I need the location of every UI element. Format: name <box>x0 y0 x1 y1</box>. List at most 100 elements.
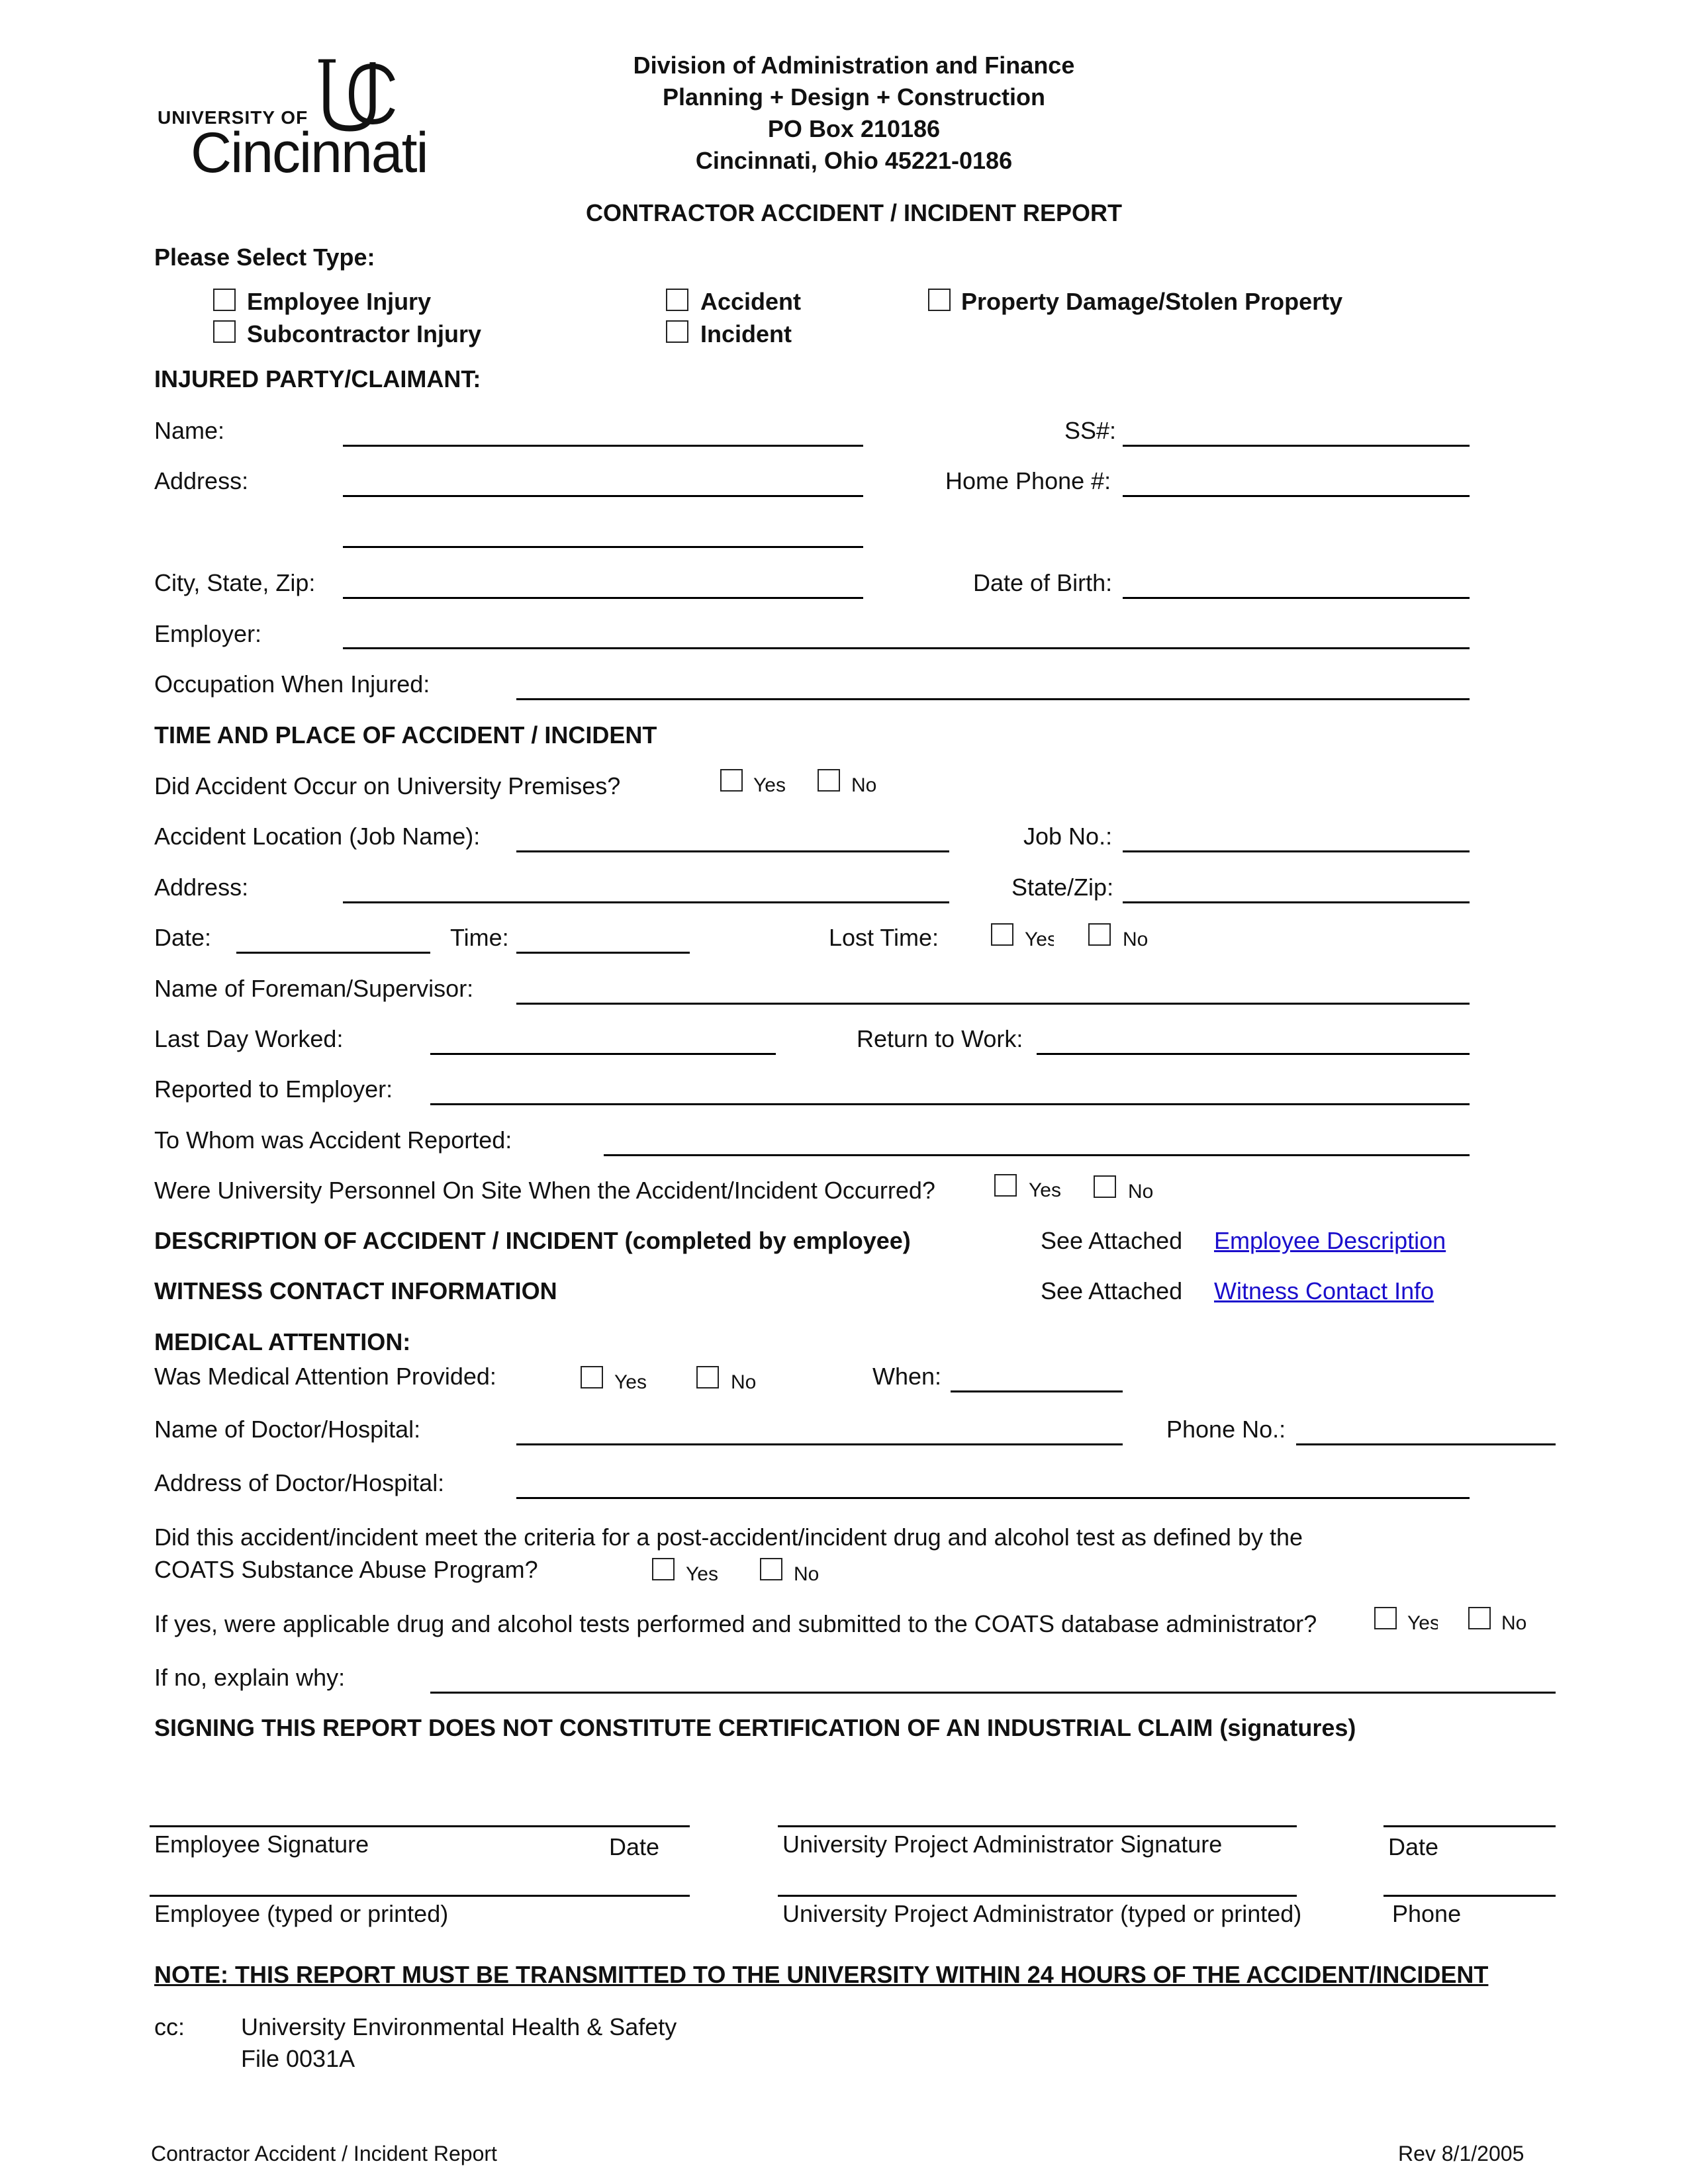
accident-location-field[interactable] <box>516 850 949 852</box>
cc-recipient-ehs: University Environmental Health & Safety <box>241 2013 677 2040</box>
lost-time-no-checkbox[interactable] <box>1088 923 1111 946</box>
coats-submitted-no-checkbox[interactable] <box>1468 1607 1491 1629</box>
address-field-1[interactable] <box>343 495 863 497</box>
occupation-field[interactable] <box>516 698 1470 700</box>
university-logo: UNIVERSITY OF Cincinnati <box>158 54 429 185</box>
dob-label: Date of Birth: <box>973 569 1113 596</box>
lost-time-label: Lost Time: <box>829 924 939 951</box>
employee-signature-date-label: Date <box>609 1833 660 1860</box>
medical-no-checkbox[interactable] <box>696 1366 719 1388</box>
witness-contact-link[interactable]: Witness Contact Info <box>1214 1277 1434 1304</box>
admin-signature-date-field[interactable] <box>1383 1825 1556 1827</box>
doctor-label: Name of Doctor/Hospital: <box>154 1416 421 1443</box>
doctor-field[interactable] <box>516 1443 1123 1445</box>
premises-yes-checkbox[interactable] <box>720 769 743 792</box>
transmit-note: NOTE: THIS REPORT MUST BE TRANSMITTED TO… <box>154 1961 1489 1988</box>
cc-recipient-file: File 0031A <box>241 2045 355 2072</box>
lost-time-yes-checkbox[interactable] <box>991 923 1013 946</box>
time-field[interactable] <box>516 952 690 954</box>
medical-heading: MEDICAL ATTENTION: <box>154 1328 411 1355</box>
personnel-yes-checkbox[interactable] <box>994 1174 1017 1197</box>
employee-description-link[interactable]: Employee Description <box>1214 1227 1446 1254</box>
uc-monogram-icon <box>318 59 395 132</box>
injured-party-heading: INJURED PARTY/CLAIMANT: <box>154 365 481 392</box>
date-field[interactable] <box>236 952 430 954</box>
state-zip-label: State/Zip: <box>1011 874 1114 901</box>
to-whom-field[interactable] <box>604 1154 1470 1156</box>
admin-signature-label: University Project Administrator Signatu… <box>782 1831 1223 1858</box>
lost-time-no-label: No <box>1123 929 1149 950</box>
header-division: Division of Administration and Finance <box>633 52 1075 79</box>
medical-yes-checkbox[interactable] <box>581 1366 603 1388</box>
explain-label: If no, explain why: <box>154 1664 346 1691</box>
medical-when-field[interactable] <box>951 1390 1123 1392</box>
city-state-zip-field[interactable] <box>343 597 863 599</box>
doctor-phone-field[interactable] <box>1296 1443 1556 1445</box>
accident-location-label: Accident Location (Job Name): <box>154 823 481 850</box>
coats-test-yes-checkbox[interactable] <box>652 1558 675 1580</box>
reported-label: Reported to Employer: <box>154 1075 393 1103</box>
lost-time-yes-label: Yes <box>1025 929 1054 950</box>
last-day-field[interactable] <box>430 1053 776 1055</box>
state-zip-field[interactable] <box>1123 901 1470 903</box>
accident-checkbox[interactable] <box>666 289 688 311</box>
cc-label: cc: <box>154 2013 185 2040</box>
premises-question: Did Accident Occur on University Premise… <box>154 772 621 799</box>
admin-signature-field[interactable] <box>778 1825 1297 1827</box>
coats-question-line1: Did this accident/incident meet the crit… <box>154 1524 1303 1551</box>
address-label: Address: <box>154 467 249 494</box>
personnel-no-checkbox[interactable] <box>1094 1175 1116 1198</box>
ss-field[interactable] <box>1123 445 1470 447</box>
address-field-2[interactable] <box>343 546 863 548</box>
header-city: Cincinnati, Ohio 45221-0186 <box>695 147 1013 174</box>
witness-see-attached: See Attached <box>1041 1277 1183 1304</box>
coats-test-no-checkbox[interactable] <box>760 1558 782 1580</box>
premises-no-checkbox[interactable] <box>818 769 840 792</box>
coats-test-yes-label: Yes <box>686 1563 718 1585</box>
admin-phone-field[interactable] <box>1383 1895 1556 1897</box>
employee-injury-checkbox[interactable] <box>213 289 236 311</box>
employee-signature-label: Employee Signature <box>154 1831 369 1858</box>
reported-field[interactable] <box>430 1103 1470 1105</box>
medical-provided-question: Was Medical Attention Provided: <box>154 1363 496 1390</box>
job-no-field[interactable] <box>1123 850 1470 852</box>
name-field[interactable] <box>343 445 863 447</box>
header-planning: Planning + Design + Construction <box>662 83 1046 111</box>
medical-yes-label: Yes <box>614 1371 647 1393</box>
city-state-zip-label: City, State, Zip: <box>154 569 316 596</box>
footer-title: Contractor Accident / Incident Report <box>151 2142 497 2165</box>
witness-heading: WITNESS CONTACT INFORMATION <box>154 1277 557 1304</box>
footer-revision: Rev 8/1/2005 <box>1398 2142 1524 2165</box>
subcontractor-injury-checkbox[interactable] <box>213 320 236 343</box>
select-type-label: Please Select Type: <box>154 244 375 271</box>
return-to-work-field[interactable] <box>1037 1053 1470 1055</box>
employer-field[interactable] <box>343 647 1470 649</box>
employee-signature-field[interactable] <box>150 1825 690 1827</box>
coats-submitted-question: If yes, were applicable drug and alcohol… <box>154 1610 1317 1637</box>
last-day-label: Last Day Worked: <box>154 1025 344 1052</box>
admin-signature-date-label: Date <box>1388 1833 1439 1860</box>
place-address-field[interactable] <box>343 901 949 903</box>
property-damage-label: Property Damage/Stolen Property <box>961 288 1343 315</box>
admin-phone-label: Phone <box>1392 1900 1462 1927</box>
doctor-address-label: Address of Doctor/Hospital: <box>154 1469 445 1496</box>
employee-printed-field[interactable] <box>150 1895 690 1897</box>
home-phone-field[interactable] <box>1123 495 1470 497</box>
property-damage-checkbox[interactable] <box>928 289 951 311</box>
coats-test-no-label: No <box>794 1563 820 1585</box>
coats-question-line2: COATS Substance Abuse Program? <box>154 1556 538 1583</box>
admin-printed-field[interactable] <box>778 1895 1297 1897</box>
coats-submitted-yes-checkbox[interactable] <box>1374 1607 1397 1629</box>
medical-no-label: No <box>731 1371 757 1393</box>
premises-no-label: No <box>851 774 877 796</box>
admin-printed-label: University Project Administrator (typed … <box>782 1900 1302 1927</box>
foreman-field[interactable] <box>516 1003 1470 1005</box>
incident-checkbox[interactable] <box>666 320 688 343</box>
explain-field[interactable] <box>430 1692 1556 1694</box>
coats-submitted-yes-label: Yes <box>1407 1612 1438 1634</box>
doctor-address-field[interactable] <box>516 1497 1470 1499</box>
medical-when-label: When: <box>872 1363 942 1390</box>
personnel-no-label: No <box>1128 1181 1154 1203</box>
place-address-label: Address: <box>154 874 249 901</box>
dob-field[interactable] <box>1123 597 1470 599</box>
